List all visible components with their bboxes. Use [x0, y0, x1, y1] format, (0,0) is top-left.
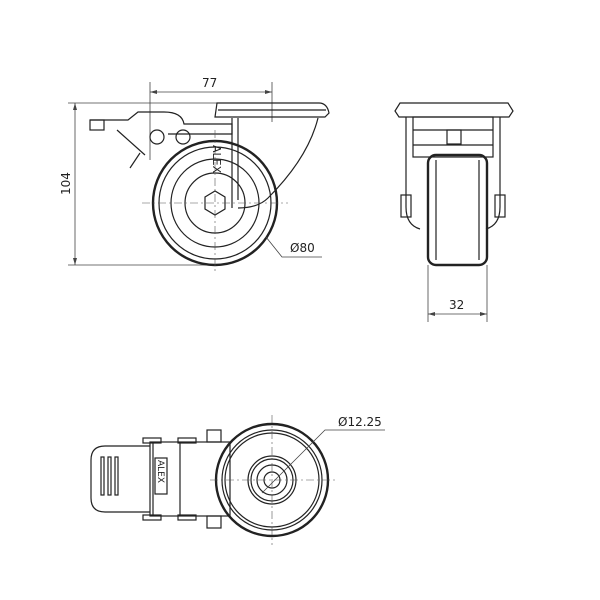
- dimension-tread-width-32: 32: [449, 298, 464, 312]
- dimension-wheel-diameter-80: Ø80: [290, 241, 315, 255]
- dimension-width-77: 77: [202, 76, 217, 90]
- dimension-bore-diameter-12-25: Ø12.25: [338, 415, 382, 429]
- brand-logo-top: ALEX: [155, 460, 165, 483]
- top-view: ALEX Ø12.25: [90, 415, 385, 545]
- dimension-height-104: 104: [59, 172, 73, 195]
- side-view: 77 104 ALEX Ø80: [59, 76, 330, 272]
- brand-logo-side: ALEX: [210, 145, 223, 174]
- front-view: 32: [394, 102, 514, 322]
